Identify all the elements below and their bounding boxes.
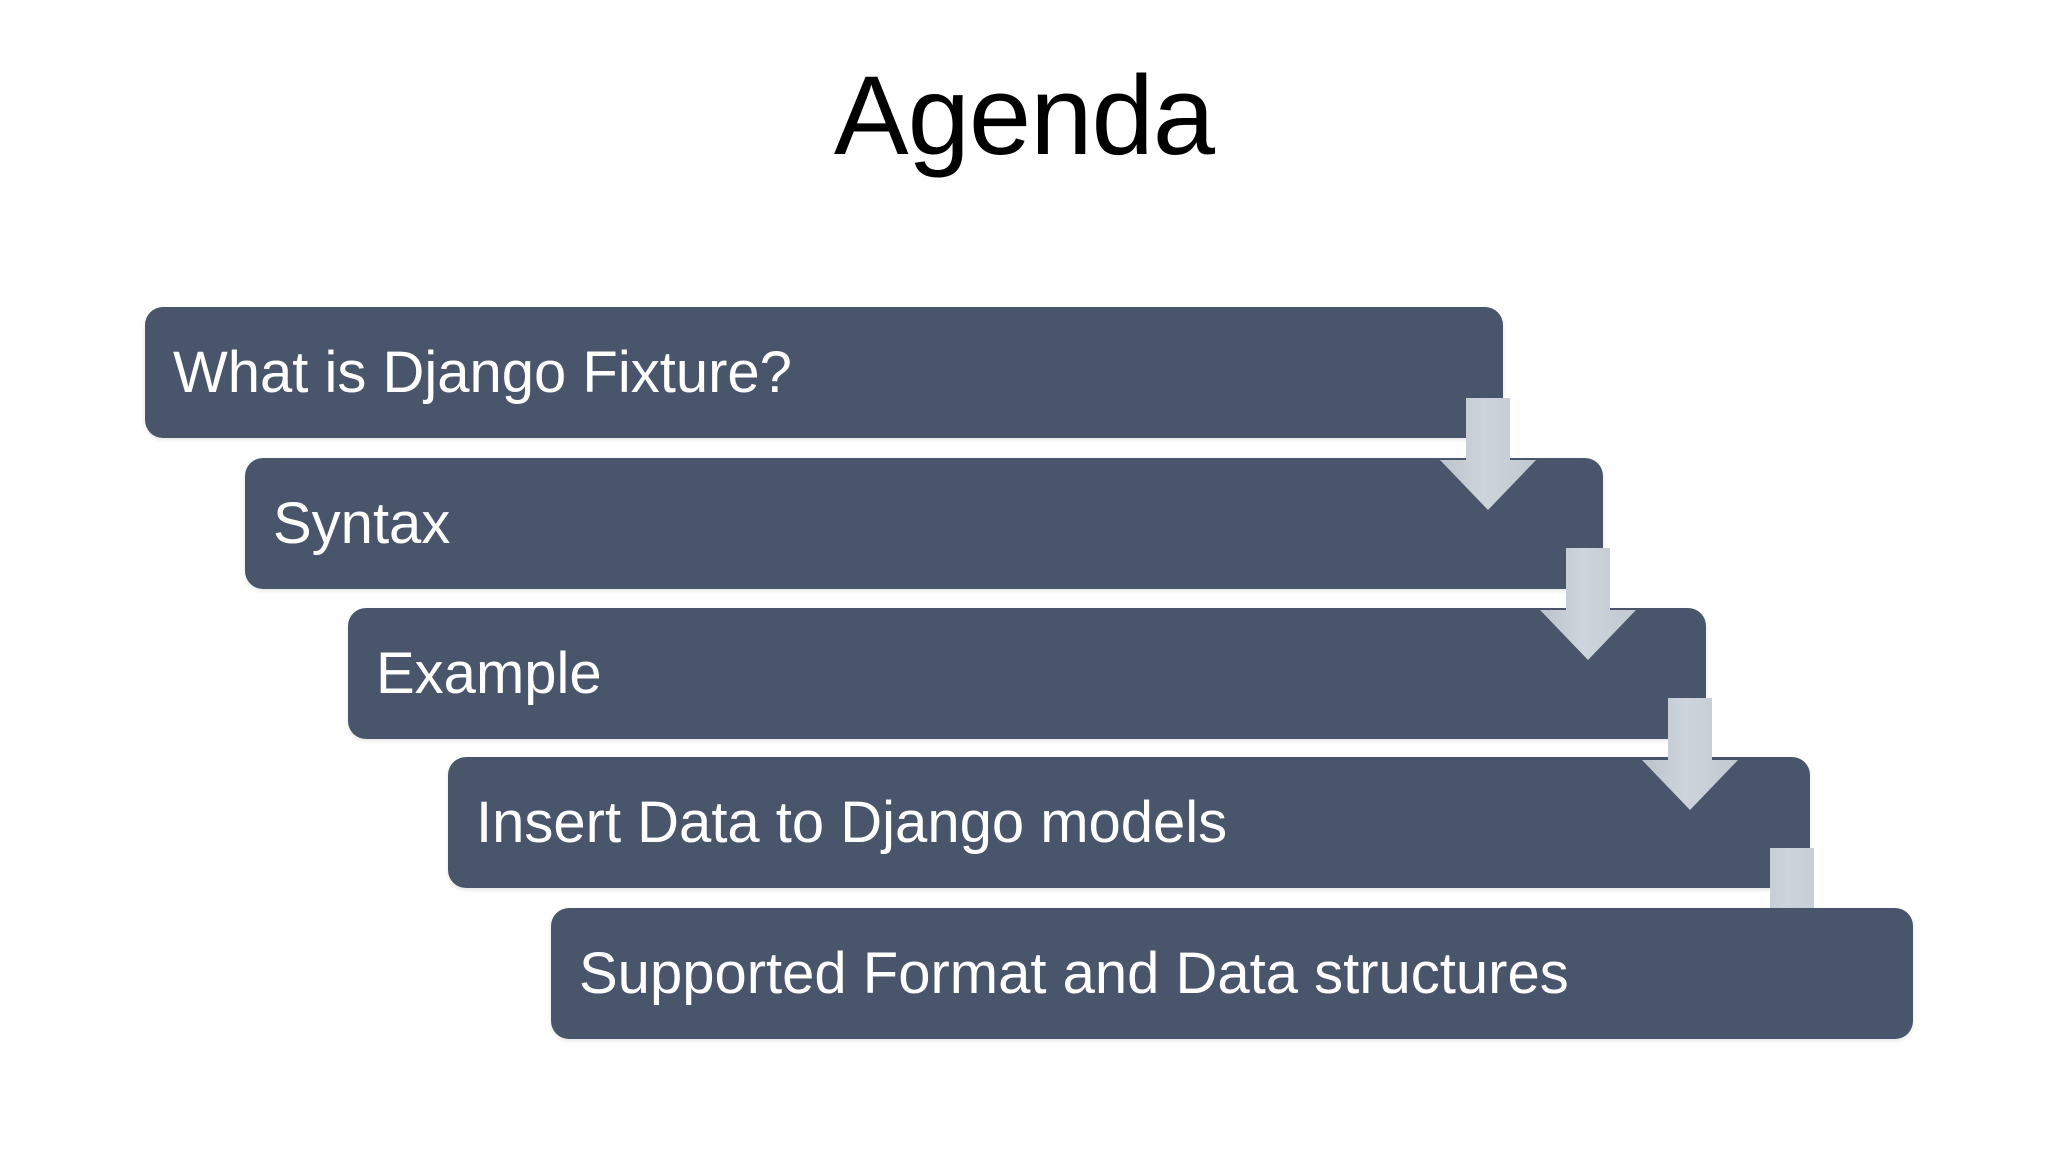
agenda-step-1[interactable]: What is Django Fixture? — [145, 307, 1503, 438]
page-title: Agenda — [833, 53, 1215, 178]
agenda-step-1-label: What is Django Fixture? — [173, 339, 792, 405]
agenda-step-2[interactable]: Syntax — [245, 458, 1603, 589]
agenda-step-5[interactable]: Supported Format and Data structures — [551, 908, 1913, 1039]
agenda-step-2-label: Syntax — [273, 490, 451, 556]
agenda-step-4-label: Insert Data to Django models — [476, 789, 1228, 855]
agenda-step-3-label: Example — [376, 640, 602, 706]
agenda-step-3[interactable]: Example — [348, 608, 1706, 739]
agenda-step-4[interactable]: Insert Data to Django models — [448, 757, 1810, 888]
agenda-step-5-label: Supported Format and Data structures — [579, 940, 1569, 1006]
